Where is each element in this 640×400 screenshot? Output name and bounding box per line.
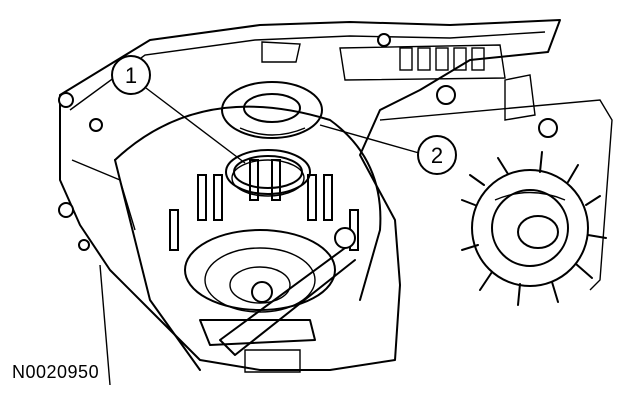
callout-2-leader — [319, 124, 420, 154]
sprocket-gear — [461, 151, 607, 306]
callout-2-label: 2 — [431, 143, 443, 168]
seal-ring — [225, 149, 311, 197]
thrust-washer — [221, 81, 323, 139]
callout-1-label: 1 — [125, 63, 137, 88]
gear-housing — [114, 105, 382, 373]
transmission-case — [58, 19, 613, 386]
callout-2: 2 — [417, 135, 457, 175]
callout-1-leader — [145, 87, 246, 164]
callout-1: 1 — [111, 55, 151, 95]
figure-id: N0020950 — [12, 362, 100, 382]
